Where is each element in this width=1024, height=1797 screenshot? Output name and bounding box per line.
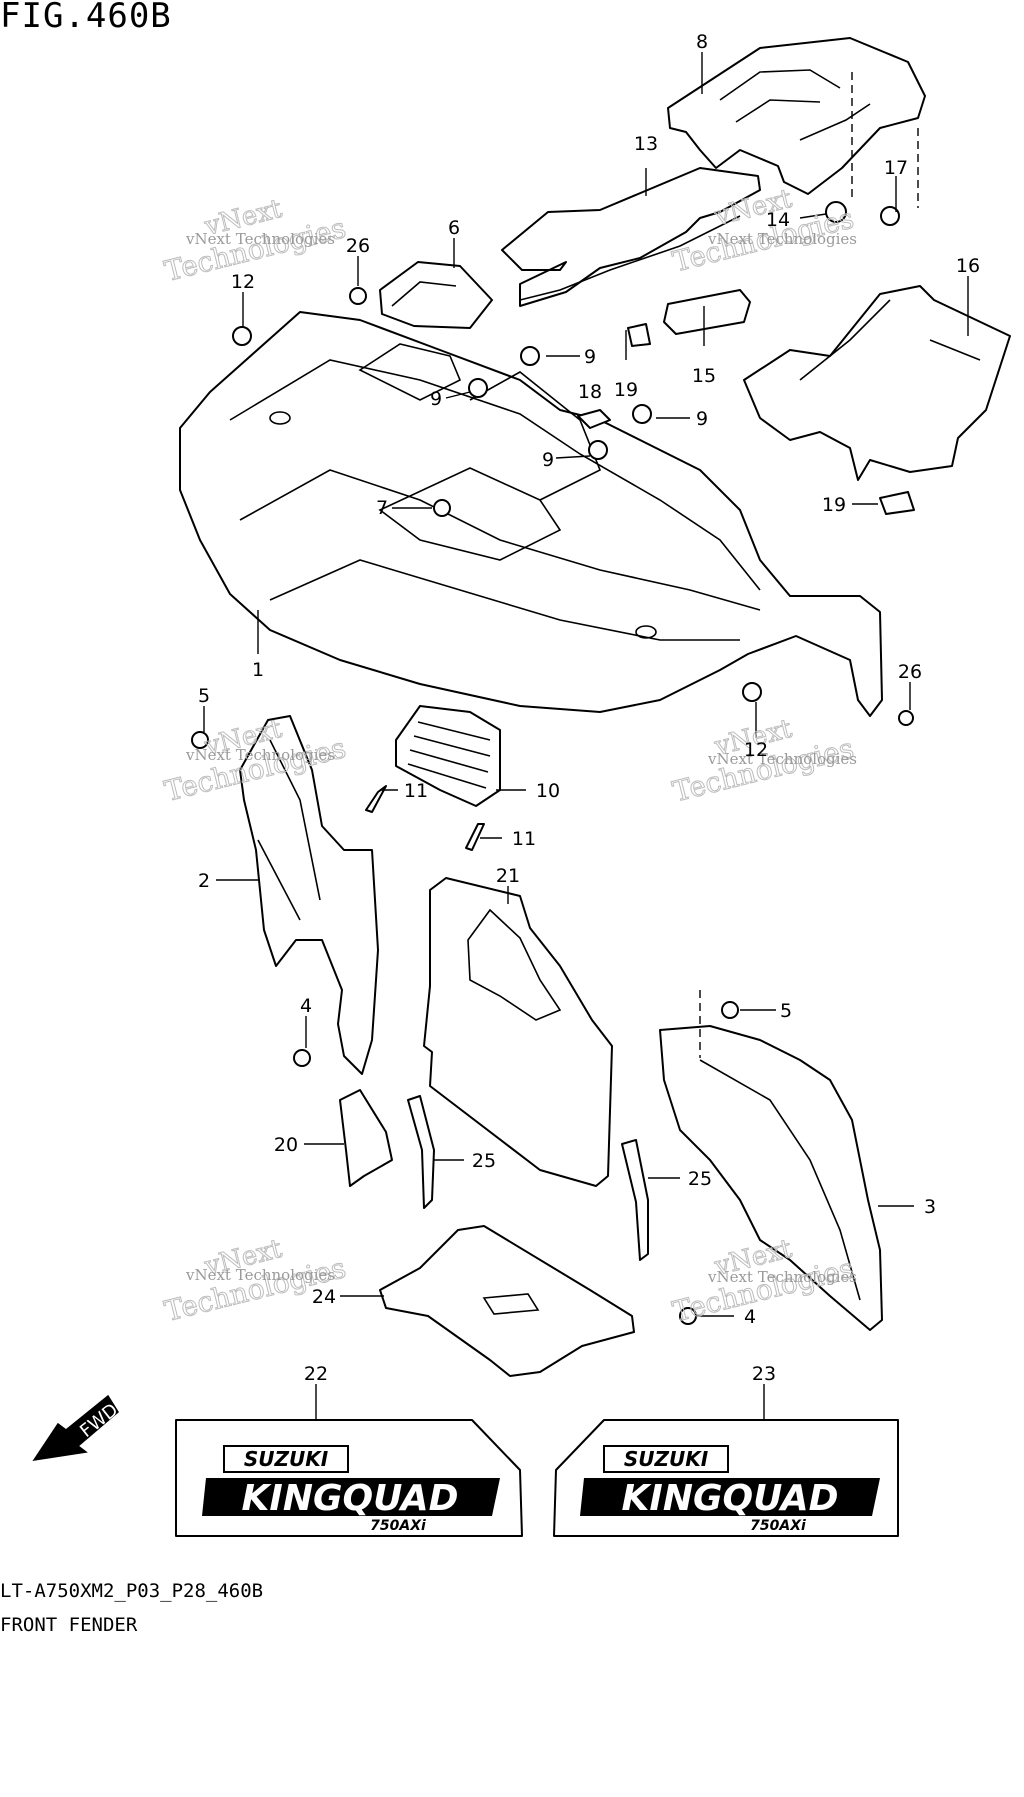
- part-23-decal-right: SUZUKI KINGQUAD 750AXi: [553, 1419, 899, 1537]
- decal-left-sub: 750AXi: [370, 1518, 426, 1534]
- part-15-plate: [663, 289, 751, 335]
- decal-right-model: KINGQUAD: [622, 1478, 839, 1519]
- callout-3: 3: [924, 1196, 936, 1218]
- callout-14: 14: [766, 209, 790, 231]
- part-2-left-guard: [239, 715, 379, 1075]
- callout-23: 23: [752, 1363, 776, 1385]
- callout-19-right: 19: [822, 494, 846, 516]
- callout-16: 16: [956, 255, 980, 277]
- callout-26-right: 26: [898, 661, 922, 683]
- watermark-2-small: vNext Technologies: [707, 230, 857, 248]
- figure-title: FIG.460B: [0, 0, 172, 36]
- callout-6: 6: [448, 217, 460, 239]
- callout-9-a: 9: [584, 346, 596, 368]
- part-24-skid-plate: [379, 1225, 635, 1377]
- callout-9-b: 9: [430, 388, 442, 410]
- callout-17: 17: [884, 157, 908, 179]
- callout-9-d: 9: [542, 449, 554, 471]
- callout-15: 15: [692, 365, 716, 387]
- callout-2: 2: [198, 870, 210, 892]
- part-3-right-guard: [659, 1025, 883, 1331]
- callout-18: 18: [578, 381, 602, 403]
- section-name: FRONT FENDER: [0, 1614, 138, 1636]
- callout-7: 7: [376, 497, 388, 519]
- part-22-decal-left: SUZUKI KINGQUAD 750AXi: [175, 1419, 523, 1537]
- callout-22: 22: [304, 1363, 328, 1385]
- part-6-lid: [379, 261, 493, 329]
- decal-right-brand: SUZUKI: [624, 1447, 709, 1471]
- callout-25-left: 25: [472, 1150, 496, 1172]
- model-code: LT-A750XM2_P03_P28_460B: [0, 1580, 264, 1602]
- callout-4-right: 4: [744, 1306, 756, 1328]
- part-1-front-fender: [179, 311, 883, 717]
- watermark-1-small: vNext Technologies: [185, 230, 335, 248]
- callout-5-left: 5: [198, 685, 210, 707]
- decal-right-sub: 750AXi: [750, 1518, 806, 1534]
- watermark-3-small: vNext Technologies: [185, 746, 335, 764]
- callout-1: 1: [252, 659, 264, 681]
- callout-26-top: 26: [346, 235, 370, 257]
- part-21-inner-panel: [423, 877, 613, 1187]
- callout-4-left: 4: [300, 995, 312, 1017]
- watermark-5-small: vNext Technologies: [185, 1266, 335, 1284]
- callout-9-c: 9: [696, 408, 708, 430]
- callout-11-b: 11: [512, 828, 536, 850]
- callout-5-right: 5: [780, 1000, 792, 1022]
- callout-21: 21: [496, 865, 520, 887]
- part-25-cable-tie-right: [621, 1139, 649, 1261]
- callout-11-a: 11: [404, 780, 428, 802]
- decal-left-brand: SUZUKI: [244, 1447, 329, 1471]
- part-16-side-cover: [743, 285, 1011, 481]
- callout-25-right: 25: [688, 1168, 712, 1190]
- part-13-rail: [501, 167, 761, 307]
- leader-lines: [203, 52, 969, 1424]
- callout-13: 13: [634, 133, 658, 155]
- callout-12-top: 12: [231, 271, 255, 293]
- watermark-6-small: vNext Technologies: [707, 1268, 857, 1286]
- callout-24: 24: [312, 1286, 336, 1308]
- callout-20: 20: [274, 1134, 298, 1156]
- part-20-bracket: [339, 1089, 393, 1187]
- callout-12-right: 12: [744, 739, 768, 761]
- fwd-arrow-icon: FWD: [32, 1394, 122, 1462]
- decal-left-model: KINGQUAD: [242, 1478, 459, 1519]
- callout-8: 8: [696, 31, 708, 53]
- watermark-4-small: vNext Technologies: [707, 750, 857, 768]
- callouts: 8 13 14 17 6 26 12 9 9 18 19 15 16 9 9 1…: [198, 31, 980, 1385]
- callout-10: 10: [536, 780, 560, 802]
- part-25-cable-tie-left: [407, 1095, 435, 1209]
- callout-19-top: 19: [614, 379, 638, 401]
- part-8-cover: [667, 37, 926, 195]
